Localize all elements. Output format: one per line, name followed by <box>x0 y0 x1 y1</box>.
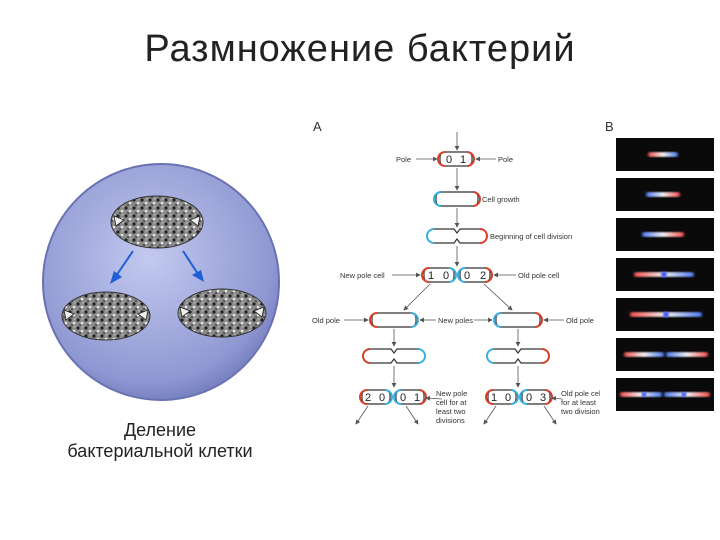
division-arrow-left <box>110 250 134 284</box>
label-old-pole-right: Old pole <box>566 316 594 325</box>
label-bottom-left-4: divisions <box>436 416 465 425</box>
division-arrow-right <box>182 250 204 282</box>
label-bottom-left-1: New pole <box>436 389 467 398</box>
label-pole-left: Pole <box>396 155 411 164</box>
cell-row6-right <box>486 348 550 364</box>
cell-row3 <box>426 228 488 244</box>
label-new-pole-cell: New pole cell <box>340 271 385 280</box>
count-7d1: 0 <box>526 392 532 404</box>
cell-row1 <box>437 151 475 167</box>
cell-row4-left <box>421 267 457 283</box>
micrograph-4 <box>616 258 714 291</box>
count-7c1: 1 <box>491 392 497 404</box>
cell-row5-left <box>369 312 419 328</box>
cell-division-illustration <box>36 150 286 470</box>
micrograph-7 <box>616 378 714 411</box>
cell-row2 <box>433 191 481 207</box>
label-cell-growth: Cell growth <box>482 195 520 204</box>
parent-bacterium <box>110 195 204 249</box>
panel-a-label: A <box>313 119 322 134</box>
petri-circle <box>42 163 280 401</box>
daughter-bacterium-left <box>61 291 151 341</box>
count-4b: 0 <box>443 270 449 282</box>
count-7b2: 1 <box>414 392 420 404</box>
micrograph-3 <box>616 218 714 251</box>
label-bottom-left-3: least two <box>436 407 466 416</box>
micrograph-1 <box>616 138 714 171</box>
count-7a1: 2 <box>365 392 371 404</box>
page-title: Размножение бактерий <box>144 28 576 70</box>
illustration-caption: Деление бактериальной клетки <box>30 420 290 462</box>
count-4d: 2 <box>480 270 486 282</box>
count-4a: 1 <box>428 270 434 282</box>
panel-a-diagram: A 0 1 Pole Pole Cell growth Beginning of <box>300 110 604 445</box>
count-4c: 0 <box>464 270 470 282</box>
cell-row4-right <box>457 267 493 283</box>
cell-row7-a <box>359 389 393 405</box>
count-7a2: 0 <box>379 392 385 404</box>
pole-count-right: 1 <box>460 154 466 166</box>
daughter-bacterium-right <box>177 288 267 338</box>
label-bottom-left-2: cell for at <box>436 398 467 407</box>
count-7b1: 0 <box>400 392 406 404</box>
micrograph-6 <box>616 338 714 371</box>
caption-line-2: бактериальной клетки <box>67 441 253 461</box>
cell-row7-d <box>519 389 553 405</box>
label-new-poles: New poles <box>438 316 473 325</box>
cell-row6-left <box>362 348 426 364</box>
count-7c2: 0 <box>505 392 511 404</box>
caption-line-1: Деление <box>123 420 197 440</box>
cell-row5-right <box>493 312 543 328</box>
label-old-pole-cell: Old pole cell <box>518 271 560 280</box>
cell-row7-c <box>485 389 519 405</box>
cell-circle-graphic <box>42 163 280 401</box>
label-old-pole-left: Old pole <box>312 316 340 325</box>
label-beginning-division: Beginning of cell division <box>490 232 572 241</box>
micrograph-5 <box>616 298 714 331</box>
micrograph-2 <box>616 178 714 211</box>
label-pole-right: Pole <box>498 155 513 164</box>
label-bottom-right-2: for at least <box>561 398 597 407</box>
panel-b-micrographs: B <box>600 110 720 425</box>
label-bottom-right-1: Old pole cell <box>561 389 600 398</box>
pole-count-left: 0 <box>446 154 452 166</box>
count-7d2: 3 <box>540 392 546 404</box>
label-bottom-right-3: two divisions <box>561 407 600 416</box>
cell-row7-b <box>393 389 427 405</box>
panel-b-label: B <box>605 119 614 134</box>
